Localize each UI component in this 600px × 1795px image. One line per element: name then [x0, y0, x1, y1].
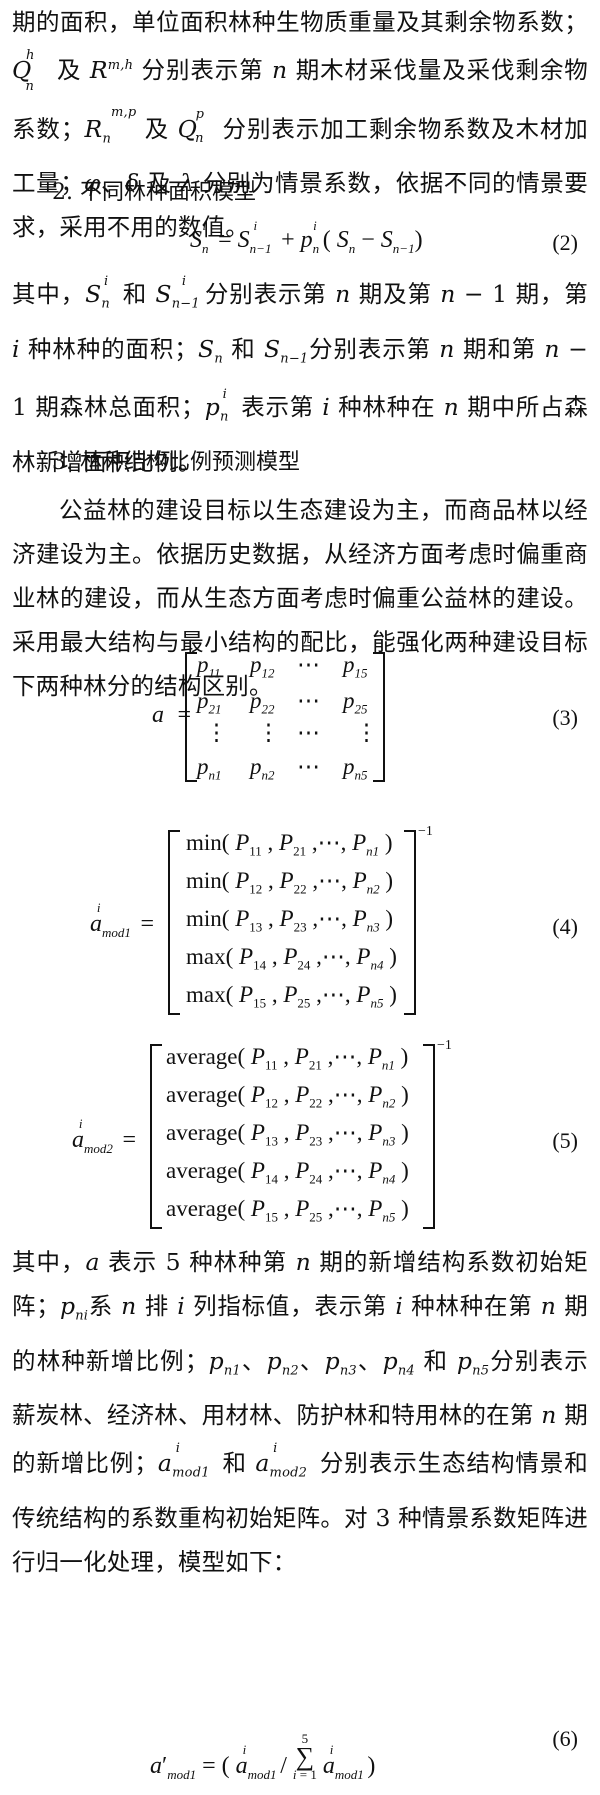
- matrix-mod1-row-3: min( P13 , P23 ,⋯, Pn3 ): [186, 906, 394, 935]
- matrix-mod2-row-1: average( P11 , P21 ,⋯, Pn1 ): [166, 1044, 409, 1073]
- matrix-mod1-row-4: max( P14 , P24 ,⋯, Pn4 ): [186, 944, 397, 973]
- equation-5-lhs: amod2i =: [72, 1116, 137, 1156]
- equation-5-number: (5): [552, 1128, 578, 1153]
- paragraph-4: 其中，a 表示 5 种林种第 n 期的新增结构系数初始矩阵；pni系 n 排 i…: [12, 1248, 589, 1576]
- matrix-mod2-row-3: average( P13 , P23 ,⋯, Pn3 ): [166, 1120, 409, 1149]
- equation-6-number: (6): [552, 1726, 578, 1751]
- equation-2: Sni = Sn−1i + pni( Sn − Sn−1): [190, 218, 423, 256]
- paragraph-1: 期的面积，单位面积林种生物质重量及其剩余物系数；Qnh 及 Rm,h 分别表示第…: [12, 8, 589, 242]
- paragraph-3: 公益林的建设目标以生态建设为主，而商品林以经济建设为主。依据历史数据，从经济方面…: [12, 496, 588, 700]
- equation-6: a′mod1 = ( amod1i/ 5∑i = 1 amod1i): [150, 1731, 376, 1782]
- equation-2-number: (2): [552, 230, 578, 255]
- section-heading-2: 2. 不同林种面积模型: [52, 180, 256, 205]
- equation-4-lhs: amod1i =: [90, 900, 155, 940]
- matrix-mod1-row-5: max( P15 , P25 ,⋯, Pn5 ): [186, 982, 397, 1011]
- matrix-mod1-exponent: −1: [418, 824, 433, 839]
- matrix-mod1-row-1: min( P11 , P21 ,⋯, Pn1 ): [186, 830, 393, 859]
- equation-3-number: (3): [552, 705, 578, 730]
- matrix-mod2-row-5: average( P15 , P25 ,⋯, Pn5 ): [166, 1196, 409, 1225]
- matrix-mod2-row-2: average( P12 , P22 ,⋯, Pn2 ): [166, 1082, 409, 1111]
- matrix-a-mod2: average( P11 , P21 ,⋯, Pn1 ) average( P1…: [150, 1044, 435, 1229]
- equation-3-lhs: a =: [152, 702, 193, 728]
- equation-4-number: (4): [552, 914, 578, 939]
- matrix-mod2-exponent: −1: [437, 1038, 452, 1053]
- section-heading-3: 3. 林种结构比例预测模型: [52, 450, 300, 475]
- matrix-mod1-row-2: min( P12 , P22 ,⋯, Pn2 ): [186, 868, 394, 897]
- matrix-a-mod1: min( P11 , P21 ,⋯, Pn1 ) min( P12 , P22 …: [168, 830, 416, 1015]
- matrix-mod2-row-4: average( P14 , P24 ,⋯, Pn4 ): [166, 1158, 409, 1187]
